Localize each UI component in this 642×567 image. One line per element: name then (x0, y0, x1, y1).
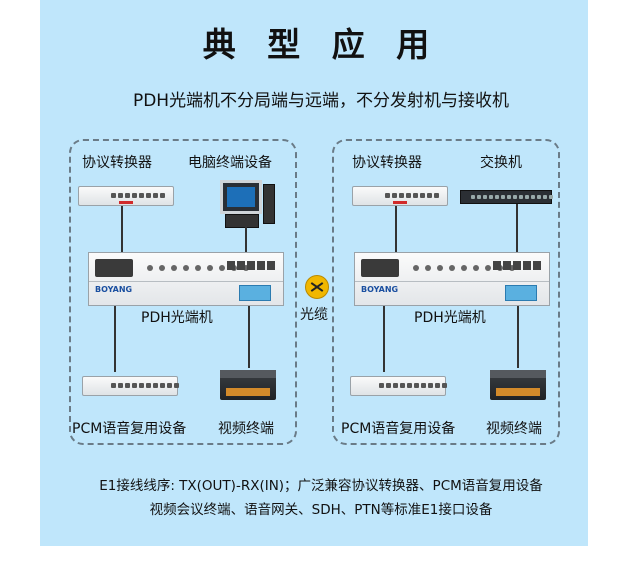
fiber-cable-label: 光缆 (300, 307, 328, 323)
left-site-group (69, 139, 297, 445)
left-brand-logo: BOYANG (95, 285, 133, 294)
left-pdh-optical-terminal: BOYANG (88, 252, 284, 306)
right-link-switch (516, 204, 518, 254)
right-pdh-label: PDH光端机 (414, 310, 486, 326)
left-video-terminal (220, 370, 276, 400)
right-pcm-label: PCM语音复用设备 (341, 421, 456, 437)
right-video-label: 视频终端 (486, 421, 542, 437)
right-link-video (517, 306, 519, 368)
right-pdh-optical-terminal: BOYANG (354, 252, 550, 306)
fiber-cable-icon (305, 275, 329, 299)
page-subtitle: PDH光端机不分局端与远端，不分发射机与接收机 (132, 91, 510, 111)
right-link-pcm (383, 306, 385, 372)
right-protocol-converter-label: 协议转换器 (352, 155, 422, 171)
right-brand-logo: BOYANG (361, 285, 399, 294)
left-protocol-converter (78, 186, 174, 206)
right-site-group (332, 139, 560, 445)
right-pcm-device (350, 376, 447, 396)
left-link-converter (121, 206, 123, 254)
left-computer-monitor (220, 180, 262, 214)
right-protocol-converter (352, 186, 448, 206)
right-link-converter (395, 206, 397, 254)
right-switch-label: 交换机 (480, 155, 522, 171)
footer-line-2: 视频会议终端、语音网关、SDH、PTN等标准E1接口设备 (149, 502, 493, 518)
footer-line-1: E1接线线序: TX(OUT)-RX(IN)；广泛兼容协议转换器、PCM语音复用… (99, 478, 543, 494)
right-video-terminal (490, 370, 546, 400)
left-video-label: 视频终端 (218, 421, 274, 437)
right-network-switch (460, 190, 553, 204)
left-link-pcm (114, 306, 116, 372)
left-computer-tower (263, 184, 275, 224)
left-link-computer (245, 226, 247, 254)
left-pcm-device (82, 376, 179, 396)
left-pcm-label: PCM语音复用设备 (72, 421, 187, 437)
left-pdh-label: PDH光端机 (141, 310, 213, 326)
left-computer-label: 电脑终端设备 (188, 155, 272, 171)
left-link-video (248, 306, 250, 368)
left-computer-keyboard (225, 214, 259, 228)
left-protocol-converter-label: 协议转换器 (82, 155, 152, 171)
page-title: 典 型 应 用 (202, 25, 440, 64)
